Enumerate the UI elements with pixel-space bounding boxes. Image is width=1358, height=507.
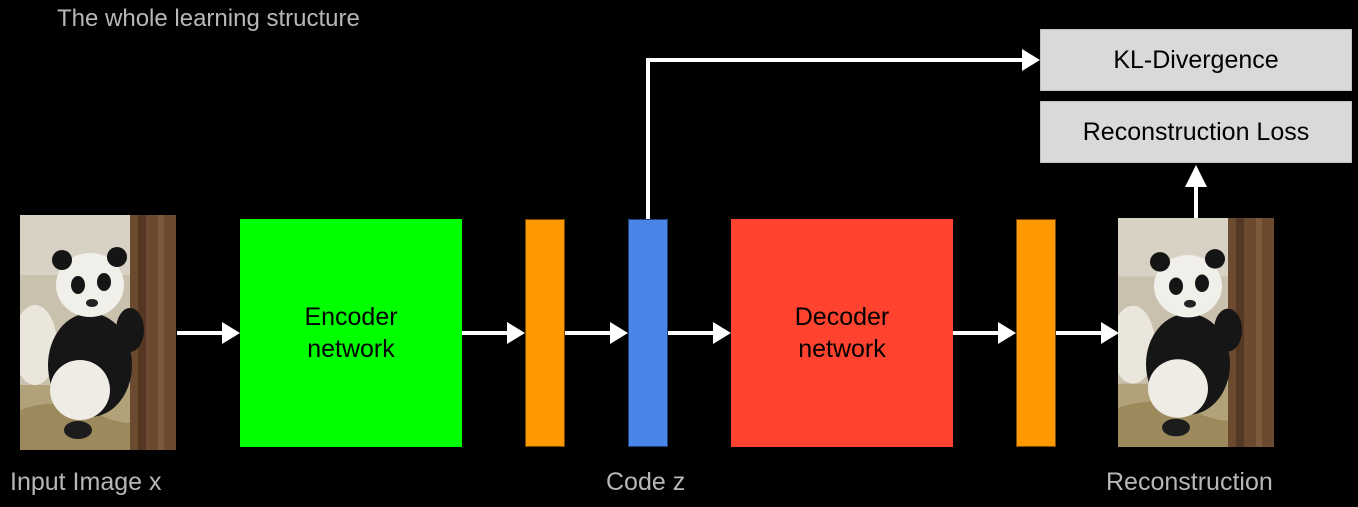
input-image — [20, 215, 176, 450]
panda-photo-icon — [1118, 218, 1274, 447]
kl-divergence-label: KL-Divergence — [1113, 45, 1279, 74]
reconstruction-image — [1118, 218, 1274, 447]
code-caption: Code z — [606, 468, 686, 496]
panda-photo-icon — [20, 215, 176, 450]
encoder-output-layer — [525, 219, 565, 447]
encoder-network: Encoder network — [240, 219, 462, 447]
arrow-code-to-kl — [646, 58, 1022, 219]
reconstruction-loss-box: Reconstruction Loss — [1040, 101, 1352, 163]
reconstruction-loss-label: Reconstruction Loss — [1082, 117, 1310, 146]
input-image-caption: Input Image x — [10, 468, 162, 496]
kl-divergence-box: KL-Divergence — [1040, 29, 1352, 91]
code-layer — [628, 219, 668, 447]
decoder-network: Decoder network — [731, 219, 953, 447]
encoder-label: Encoder network — [304, 303, 398, 363]
decoder-label: Decoder network — [794, 303, 890, 363]
diagram-title: The whole learning structure — [57, 5, 360, 32]
decoder-output-layer — [1016, 219, 1056, 447]
reconstruction-caption: Reconstruction — [1106, 468, 1273, 496]
